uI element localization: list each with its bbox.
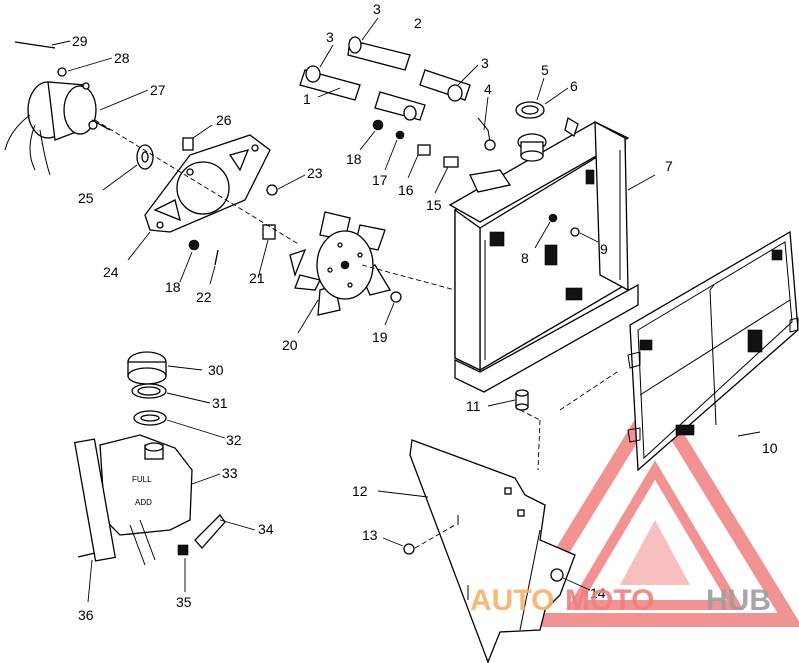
callout-10: 10 — [762, 440, 778, 456]
callout-29: 29 — [72, 33, 88, 49]
callout-9: 9 — [600, 241, 608, 257]
callout-5: 5 — [541, 62, 549, 78]
callout-15: 15 — [426, 197, 442, 213]
leader-lines — [51, 17, 761, 603]
fan-motor — [4, 81, 111, 176]
watermark-auto: AUTO — [470, 584, 554, 617]
callout-17: 17 — [372, 172, 388, 188]
callout-18-right: 18 — [346, 151, 362, 167]
callout-3-left: 3 — [326, 29, 334, 45]
callout-36: 36 — [78, 607, 94, 623]
callout-22: 22 — [196, 289, 212, 305]
callout-24: 24 — [103, 264, 119, 280]
watermark-logo — [507, 386, 799, 627]
callout-30: 30 — [208, 362, 224, 378]
small-parts — [14, 36, 580, 582]
tank-decal-full: FULL — [132, 475, 152, 484]
radiator — [448, 116, 639, 393]
callout-2: 2 — [414, 15, 422, 31]
callout-31: 31 — [212, 395, 228, 411]
callout-25: 25 — [78, 190, 94, 206]
rubber-mount — [515, 389, 529, 411]
callout-19: 19 — [372, 329, 388, 345]
callout-35: 35 — [176, 594, 192, 610]
watermark-hub: HUB — [706, 584, 771, 617]
callout-7: 7 — [665, 158, 673, 174]
radiator-screen — [627, 230, 799, 472]
watermark-text: AUTO MOTO HUB — [470, 584, 771, 617]
callout-26: 26 — [216, 112, 232, 128]
callout-1: 1 — [303, 91, 311, 107]
fan-shroud — [144, 134, 271, 233]
callout-12: 12 — [352, 483, 368, 499]
callout-3-top: 3 — [373, 1, 381, 17]
deflector-panel — [409, 439, 576, 663]
callout-28: 28 — [114, 50, 130, 66]
tank-decal-add: ADD — [135, 498, 152, 507]
callout-32: 32 — [226, 432, 242, 448]
callout-23: 23 — [307, 165, 323, 181]
callout-33: 33 — [222, 465, 238, 481]
callout-21: 21 — [249, 270, 265, 286]
callout-8: 8 — [521, 250, 529, 266]
coolant-tank: FULL ADD — [73, 351, 226, 566]
callout-14: 14 — [590, 585, 606, 601]
callout-27: 27 — [150, 82, 166, 98]
watermark-moto: MOTO — [565, 584, 654, 617]
callout-6: 6 — [570, 78, 578, 94]
callout-20: 20 — [282, 337, 298, 353]
callout-11: 11 — [466, 398, 481, 414]
fan-blade — [289, 211, 392, 316]
callout-34: 34 — [258, 521, 274, 537]
callout-4: 4 — [484, 81, 492, 97]
callout-numbers: 29 28 27 26 25 23 24 18 22 21 20 19 3 2 … — [72, 1, 778, 623]
callout-16: 16 — [398, 182, 414, 198]
callout-3-right: 3 — [481, 55, 489, 71]
callout-13: 13 — [362, 527, 378, 543]
callout-18-left: 18 — [165, 279, 181, 295]
